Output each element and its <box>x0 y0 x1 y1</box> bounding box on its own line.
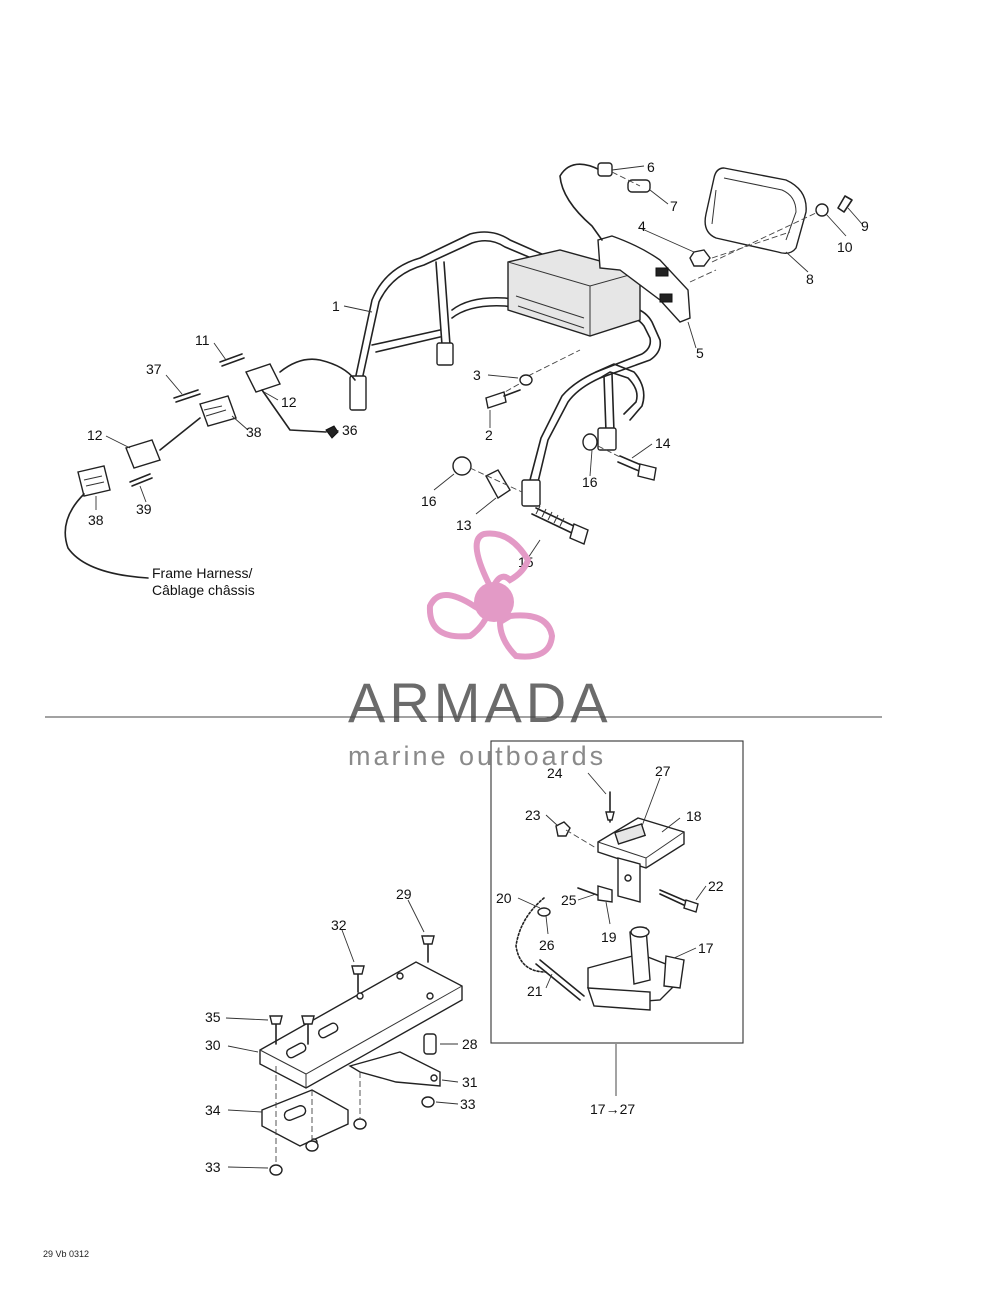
callout-23: 23 <box>525 807 541 823</box>
upper-leader-lines <box>95 165 863 559</box>
callout-3: 3 <box>473 367 481 383</box>
callout-12a: 12 <box>281 394 297 410</box>
propeller-logo-icon <box>426 530 556 660</box>
callout-4: 4 <box>638 218 646 234</box>
callout-21: 21 <box>527 983 543 999</box>
callout-31: 31 <box>462 1074 478 1090</box>
callout-38b: 38 <box>88 512 104 528</box>
frame-harness-line1: Frame Harness/ <box>152 565 252 581</box>
callout-13: 13 <box>456 517 472 533</box>
callout-1: 1 <box>332 298 340 314</box>
callout-18: 18 <box>686 808 702 824</box>
callout-38a: 38 <box>246 424 262 440</box>
callout-14: 14 <box>655 435 671 451</box>
callout-2: 2 <box>485 427 493 443</box>
watermark-title: ARMADA <box>348 671 612 734</box>
frame-harness-label: Frame Harness/ Câblage châssis <box>152 565 255 598</box>
callout-5: 5 <box>696 345 704 361</box>
callout-11: 11 <box>195 332 210 348</box>
grab-handle-assembly <box>64 162 853 579</box>
inset-leader-lines <box>517 772 707 1096</box>
callout-34: 34 <box>205 1102 221 1118</box>
callout-16a: 16 <box>421 493 437 509</box>
callout-9: 9 <box>861 218 869 234</box>
callout-33a: 33 <box>460 1096 476 1112</box>
callout-26: 26 <box>539 937 555 953</box>
callout-39: 39 <box>136 501 152 517</box>
lower-leader-lines <box>225 899 459 1169</box>
callout-33b: 33 <box>205 1159 221 1175</box>
callout-6: 6 <box>647 159 655 175</box>
callout-12b: 12 <box>87 427 103 443</box>
callout-20: 20 <box>496 890 512 906</box>
callout-28: 28 <box>462 1036 478 1052</box>
callout-25: 25 <box>561 892 577 908</box>
callout-35: 35 <box>205 1009 221 1025</box>
callout-27: 27 <box>655 763 671 779</box>
lower-callouts: 28 29 30 31 32 33 33 34 35 <box>205 886 478 1175</box>
callout-8: 8 <box>806 271 814 287</box>
callout-10: 10 <box>837 239 853 255</box>
callout-16b: 16 <box>582 474 598 490</box>
callout-22: 22 <box>708 878 724 894</box>
watermark-subtitle: marine outboards <box>348 741 606 771</box>
callout-37: 37 <box>146 361 162 377</box>
callout-30: 30 <box>205 1037 221 1053</box>
callout-19: 19 <box>601 929 617 945</box>
inset-frame <box>490 740 744 1044</box>
callout-7: 7 <box>670 198 678 214</box>
callout-24: 24 <box>547 765 563 781</box>
inset-range-label: 17→27 <box>590 1101 635 1117</box>
callout-17: 17 <box>698 940 714 956</box>
callout-32: 32 <box>331 917 347 933</box>
upper-callouts: 1 2 3 4 5 6 7 8 9 10 11 12 12 13 14 15 1… <box>87 159 869 570</box>
mounting-plate-assembly <box>259 935 463 1176</box>
frame-harness-line2: Câblage châssis <box>152 582 255 598</box>
inset-callouts: 17 18 19 20 21 22 23 24 25 26 27 17→27 <box>496 763 724 1117</box>
armada-watermark: ARMADA marine outboards <box>348 530 612 771</box>
callout-29: 29 <box>396 886 412 902</box>
drawing-code: 29 Vb 0312 <box>43 1249 89 1259</box>
hitch-assembly <box>515 791 699 1011</box>
callout-36: 36 <box>342 422 358 438</box>
